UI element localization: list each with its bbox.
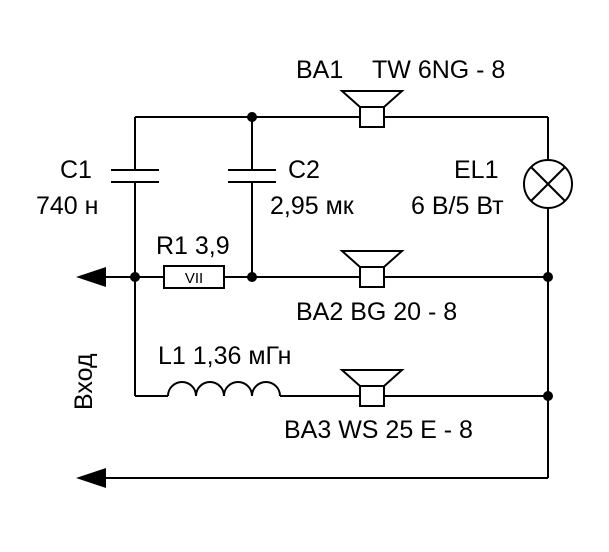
input-arrow-top <box>76 267 106 287</box>
label-el1-value: 6 В/5 Вт <box>411 192 504 220</box>
junction-dot <box>247 272 257 282</box>
resistor-r1-body-label: VII <box>185 270 203 287</box>
label-c2-value: 2,95 мк <box>270 192 355 220</box>
junction-dot <box>543 391 553 401</box>
label-ba2: BA2 BG 20 - 8 <box>296 298 457 326</box>
speaker-ba3 <box>339 369 405 407</box>
junction-dot <box>130 272 140 282</box>
input-arrow-bottom <box>76 468 106 488</box>
label-el1: EL1 <box>454 156 498 184</box>
resistor-r1: VII <box>163 265 225 289</box>
label-c1-value: 740 н <box>36 192 98 220</box>
speaker-ba2 <box>339 250 405 288</box>
label-ba1: BA1 <box>296 56 343 84</box>
label-input: Вход <box>70 353 98 410</box>
junctions <box>130 112 553 401</box>
lamp-el1 <box>523 159 573 209</box>
capacitor-c2 <box>228 169 276 183</box>
junction-dot <box>247 112 257 122</box>
capacitor-c1 <box>111 169 159 183</box>
label-c1: C1 <box>60 156 92 184</box>
wires <box>105 116 549 479</box>
label-ba3: BA3 WS 25 E - 8 <box>284 416 473 444</box>
junction-dot <box>543 272 553 282</box>
label-r1: R1 3,9 <box>156 232 230 260</box>
inductor-l1 <box>167 381 281 397</box>
label-ba1-type: TW 6NG - 8 <box>372 56 505 84</box>
label-l1: L1 1,36 мГн <box>158 342 291 370</box>
label-c2: C2 <box>288 156 320 184</box>
speaker-ba1 <box>339 90 405 128</box>
